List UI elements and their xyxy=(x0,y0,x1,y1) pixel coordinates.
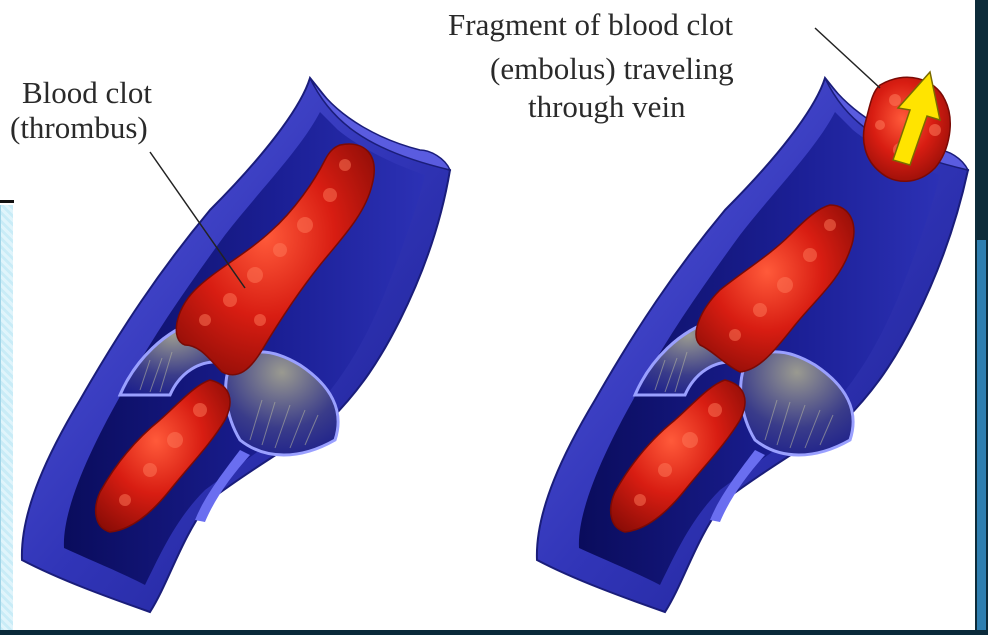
thrombus-label-line-2: (thrombus) xyxy=(10,111,148,145)
vein-embolus xyxy=(537,72,968,612)
embolus-label-line-1: Fragment of blood clot xyxy=(448,8,733,42)
embolus-label-line-3: through vein xyxy=(528,90,686,124)
vein-thrombus xyxy=(22,78,450,612)
embolus-label-line-2: (embolus) traveling xyxy=(490,52,734,86)
thrombus-label-line-1: Blood clot xyxy=(22,76,152,110)
